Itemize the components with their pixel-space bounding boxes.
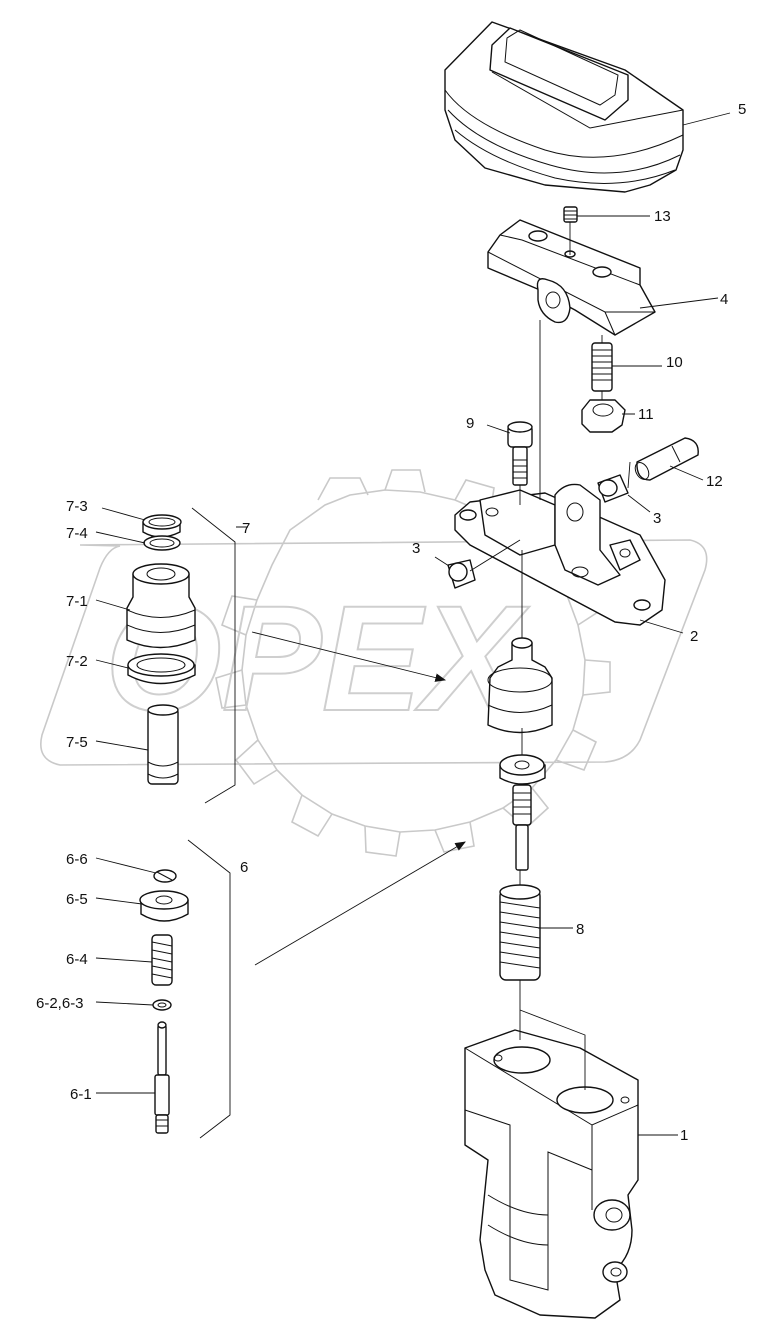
part-6-4-spring (151, 934, 173, 986)
bracket-7 (191, 507, 236, 804)
label-6-4: 6-4 (66, 951, 88, 968)
part-7-4-oring (143, 535, 181, 551)
part-7-3-ring (142, 514, 182, 538)
part-6-6-clip (153, 869, 177, 883)
part-12-pin (634, 437, 699, 481)
part-7-1-plunger-guide (126, 563, 196, 649)
part-11-nut (581, 399, 626, 433)
part-5-rubber-boot (444, 21, 684, 193)
label-11: 11 (638, 406, 654, 423)
watermark-frame (40, 539, 708, 766)
label-9: 9 (466, 415, 474, 432)
center-spring-seat-assembly (499, 754, 546, 871)
label-5: 5 (738, 101, 746, 118)
part-3-bushing-right (597, 474, 629, 503)
label-10: 10 (666, 354, 683, 371)
part-8-spring (499, 884, 541, 981)
label-6-6: 6-6 (66, 851, 88, 868)
label-6-1: 6-1 (70, 1086, 92, 1103)
label-7-2: 7-2 (66, 653, 88, 670)
label-8: 8 (576, 921, 584, 938)
bracket-6 (187, 839, 231, 1139)
label-3-right: 3 (653, 510, 661, 527)
part-6-2-6-3-washer (152, 999, 172, 1011)
label-4: 4 (720, 291, 728, 308)
part-4-lever-block (487, 219, 656, 336)
part-10-threaded-rod (591, 342, 613, 392)
arrow-6-to-assembly (254, 841, 466, 966)
arrow-7-to-assembly (251, 631, 447, 682)
alignment-lines (469, 222, 631, 1090)
label-7-3: 7-3 (66, 498, 88, 515)
label-6-2-6-3: 6-2,6-3 (36, 995, 84, 1012)
label-6: 6 (240, 859, 248, 876)
label-7: 7 (242, 520, 250, 537)
label-2: 2 (690, 628, 698, 645)
part-13-set-screw (563, 206, 578, 223)
part-1-valve-body (464, 1029, 639, 1319)
part-7-2-seal (127, 653, 196, 685)
label-7-1: 7-1 (66, 593, 88, 610)
label-12: 12 (706, 473, 723, 490)
label-7-5: 7-5 (66, 734, 88, 751)
label-13: 13 (654, 208, 671, 225)
label-6-5: 6-5 (66, 891, 88, 908)
part-6-1-spool (154, 1021, 170, 1134)
label-3-left: 3 (412, 540, 420, 557)
part-3-bushing-left (447, 559, 476, 589)
part-2-base-plate (454, 483, 666, 626)
label-7-4: 7-4 (66, 525, 88, 542)
part-7-5-pusher (147, 704, 179, 785)
label-leaders (95, 112, 731, 1136)
part-6-5-spring-seat (139, 890, 189, 922)
label-1: 1 (680, 1127, 688, 1144)
part-9-bolt (507, 421, 533, 486)
